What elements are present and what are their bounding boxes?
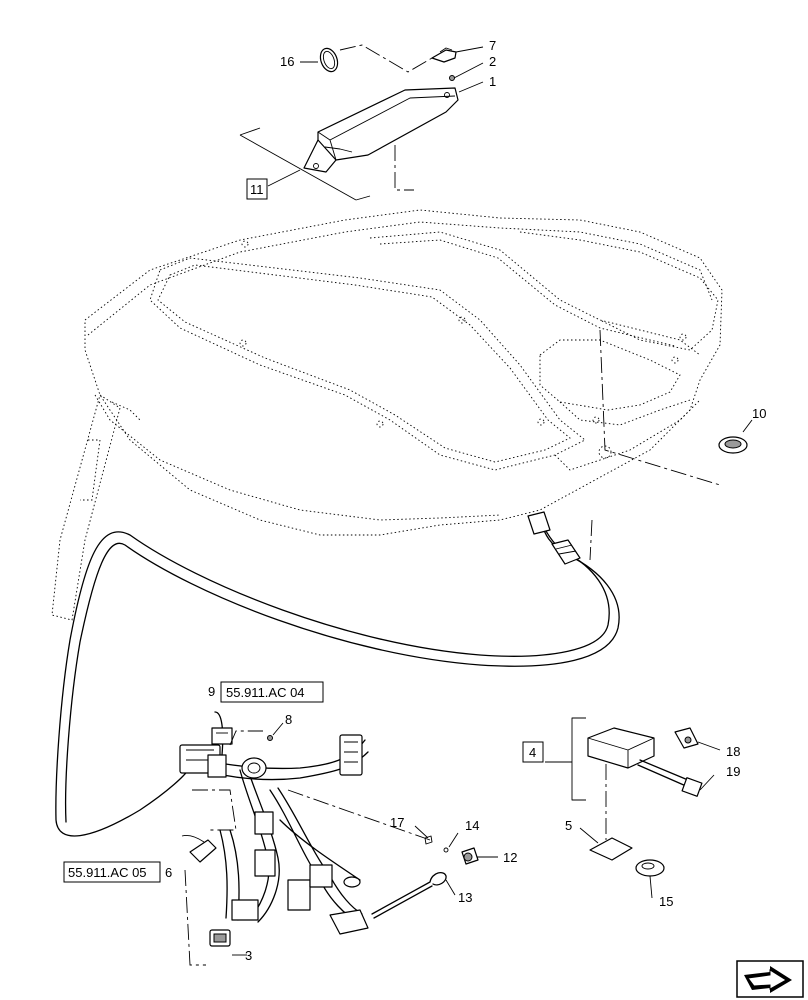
callout-19: 19: [726, 764, 740, 779]
callout-6: 6: [165, 865, 172, 880]
grommet-part: [718, 419, 753, 454]
callout-8: 8: [285, 712, 292, 727]
antenna-small-parts: [371, 825, 498, 919]
control-module-assembly: [545, 717, 721, 899]
boxed-callout-4: 4: [522, 741, 544, 763]
callout-4: 4: [529, 745, 536, 760]
callout-2: 2: [489, 54, 496, 69]
callout-3: 3: [245, 948, 252, 963]
callout-15: 15: [659, 894, 673, 909]
callout-9: 9: [208, 684, 215, 699]
antenna-cable: [55, 145, 721, 837]
reference-label-ac05: 55.911.AC 05: [68, 865, 147, 880]
callout-10: 10: [752, 406, 766, 421]
cover-bracket-assembly: [239, 44, 484, 201]
callout-7: 7: [489, 38, 496, 53]
callout-13: 13: [458, 890, 472, 905]
callout-numbers: 7 2 1 16 10 9 8 18 19 17 14 5 12 6 13 15…: [165, 38, 766, 963]
callout-1: 1: [489, 74, 496, 89]
callout-18: 18: [726, 744, 740, 759]
cab-roof-panel: [51, 209, 723, 621]
page-navigation-arrow-icon[interactable]: [736, 960, 804, 998]
wiring-harness: [179, 711, 431, 966]
boxed-callout-11: 11: [246, 178, 268, 200]
callout-11: 11: [250, 182, 264, 197]
callout-16: 16: [280, 54, 294, 69]
callout-17: 17: [390, 815, 404, 830]
callout-5: 5: [565, 818, 572, 833]
reference-link-ac05[interactable]: 55.911.AC 05: [63, 861, 161, 883]
callout-14: 14: [465, 818, 479, 833]
reference-label-ac04: 55.911.AC 04: [226, 685, 305, 700]
callout-12: 12: [503, 850, 517, 865]
reference-link-ac04[interactable]: 55.911.AC 04: [220, 681, 324, 703]
